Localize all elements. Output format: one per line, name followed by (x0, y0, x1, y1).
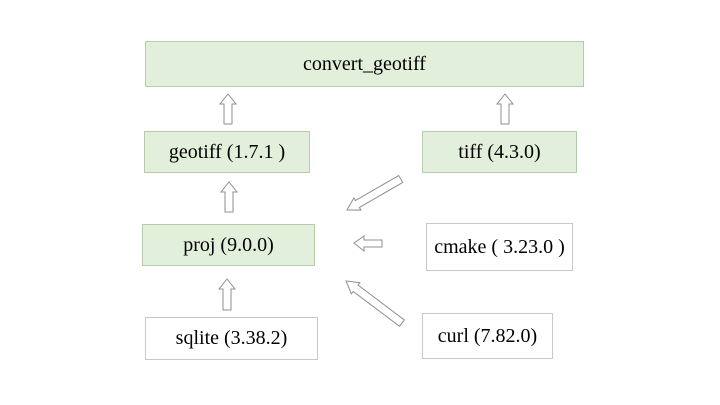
arrow-tiff-to-convert-geotiff (495, 93, 515, 125)
node-convert-geotiff: convert_geotiff (145, 41, 584, 87)
node-proj: proj (9.0.0) (142, 224, 315, 266)
arrow-proj-to-geotiff (219, 181, 239, 213)
arrow-tiff-to-proj (346, 174, 404, 211)
node-tiff: tiff (4.3.0) (422, 131, 577, 173)
node-sqlite: sqlite (3.38.2) (145, 317, 318, 360)
node-geotiff: geotiff (1.7.1 ) (144, 131, 310, 173)
arrow-cmake-to-proj (353, 235, 383, 253)
node-cmake: cmake ( 3.23.0 ) (426, 223, 573, 271)
arrow-sqlite-to-proj (217, 278, 237, 311)
arrow-curl-to-proj (345, 280, 406, 328)
node-curl: curl (7.82.0) (422, 313, 553, 359)
arrow-geotiff-to-convert-geotiff (218, 93, 238, 125)
